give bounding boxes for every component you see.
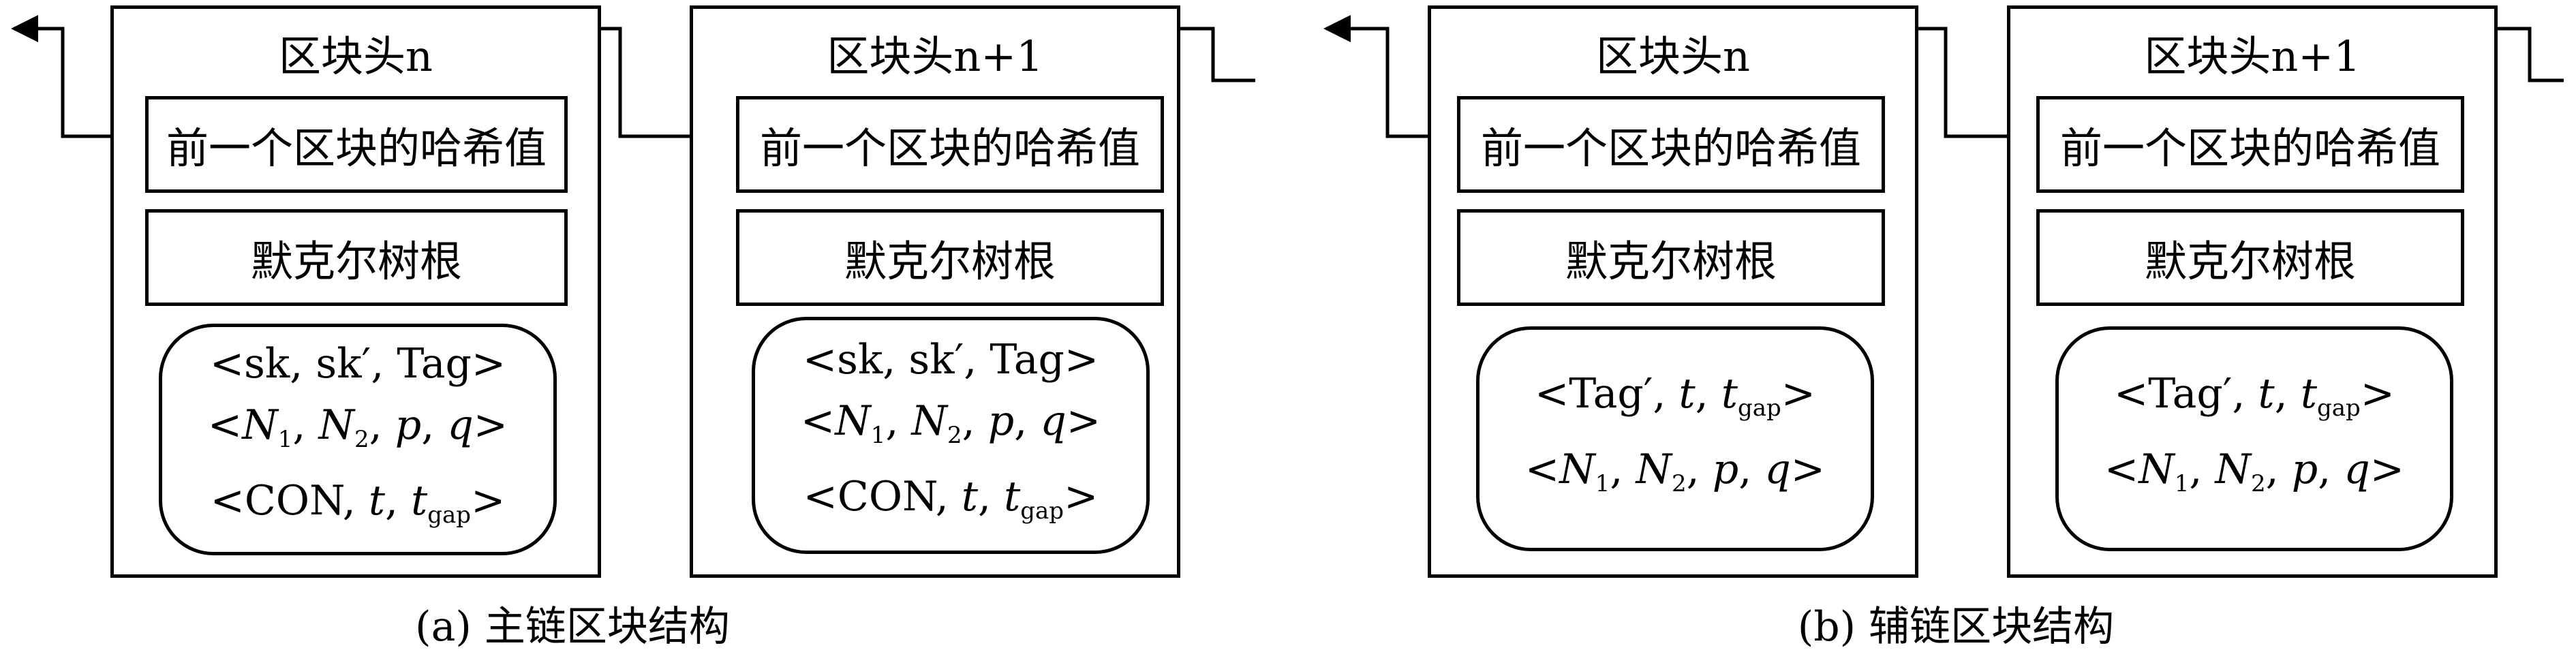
block-title: 区块头n bbox=[279, 31, 433, 81]
tx-line: <CON, t, tgap> bbox=[803, 473, 1099, 525]
prev-hash-field: 前一个区块的哈希值 bbox=[145, 96, 568, 193]
main-chain-block-n: 区块头n 前一个区块的哈希值 默克尔树根 <sk, sk′, Tag> <N1,… bbox=[110, 5, 601, 578]
caption-main-chain: (a) 主链区块结构 bbox=[415, 603, 730, 651]
merkle-root-field: 默克尔树根 bbox=[2036, 209, 2464, 306]
transaction-box: <Tag′, t, tgap> <N1, N2, p, q> bbox=[2055, 326, 2453, 551]
prev-hash-field: 前一个区块的哈希值 bbox=[2036, 96, 2464, 193]
tx-line: <sk, sk′, Tag> bbox=[209, 340, 506, 388]
side-chain-block-n1: 区块头n+1 前一个区块的哈希值 默克尔树根 <Tag′, t, tgap> <… bbox=[2007, 5, 2498, 578]
transaction-box: <sk, sk′, Tag> <N1, N2, p, q> <CON, t, t… bbox=[159, 324, 557, 555]
tx-line: <N1, N2, p, q> bbox=[207, 401, 508, 453]
block-title: 区块头n+1 bbox=[827, 31, 1043, 81]
prev-hash-field: 前一个区块的哈希值 bbox=[1457, 96, 1885, 193]
merkle-root-field: 默克尔树根 bbox=[145, 209, 568, 306]
caption-side-chain: (b) 辅链区块结构 bbox=[1797, 603, 2115, 651]
arrow-out-a bbox=[11, 15, 142, 138]
tx-line: <N1, N2, p, q> bbox=[2104, 446, 2405, 497]
tx-line: <CON, t, tgap> bbox=[210, 477, 506, 529]
main-chain-block-n1: 区块头n+1 前一个区块的哈希值 默克尔树根 <sk, sk′, Tag> <N… bbox=[690, 5, 1180, 578]
side-chain-block-n: 区块头n 前一个区块的哈希值 默克尔树根 <Tag′, t, tgap> <N1… bbox=[1428, 5, 1918, 578]
merkle-root-field: 默克尔树根 bbox=[1457, 209, 1885, 306]
tx-line: <Tag′, t, tgap> bbox=[2113, 370, 2395, 422]
transaction-box: <sk, sk′, Tag> <N1, N2, p, q> <CON, t, t… bbox=[752, 317, 1150, 554]
merkle-root-field: 默克尔树根 bbox=[736, 209, 1164, 306]
tx-line: <Tag′, t, tgap> bbox=[1534, 370, 1816, 422]
transaction-box: <Tag′, t, tgap> <N1, N2, p, q> bbox=[1476, 326, 1874, 551]
block-title: 区块头n bbox=[1596, 31, 1750, 81]
arrow-out-b bbox=[1323, 15, 1455, 138]
tx-line: <sk, sk′, Tag> bbox=[802, 336, 1099, 384]
block-title: 区块头n+1 bbox=[2144, 31, 2361, 81]
tx-line: <N1, N2, p, q> bbox=[800, 397, 1101, 449]
prev-hash-field: 前一个区块的哈希值 bbox=[736, 96, 1164, 193]
tx-line: <N1, N2, p, q> bbox=[1524, 446, 1826, 497]
